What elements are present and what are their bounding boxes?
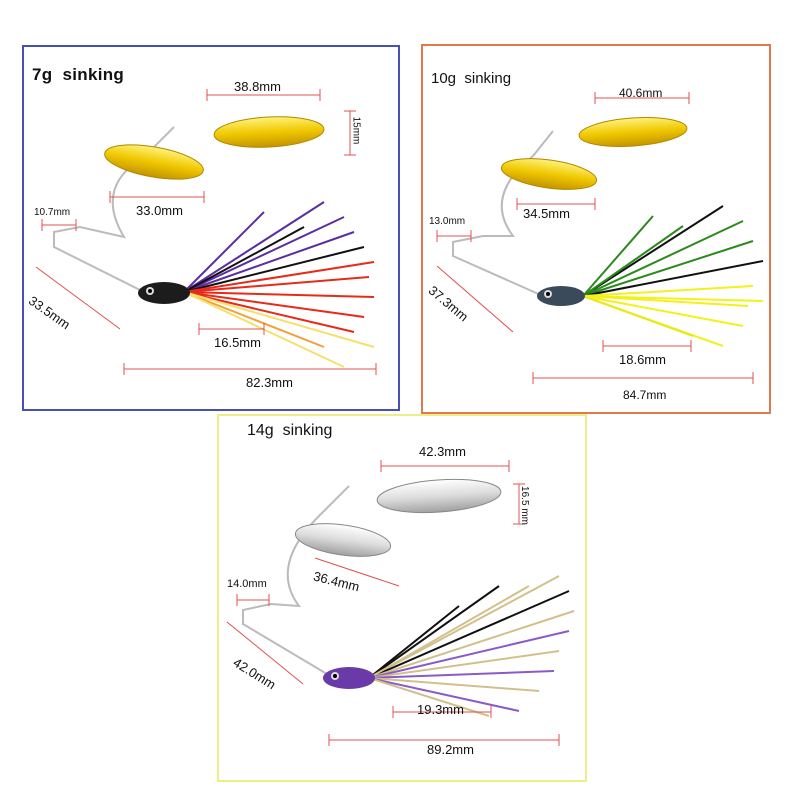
weight-label: 14g: [247, 422, 274, 439]
dimension-lines: [226, 460, 560, 746]
large-blade: [213, 116, 325, 148]
lure-illustration-10g: [436, 92, 764, 384]
skirt: [368, 575, 575, 717]
skirt: [582, 205, 764, 347]
total-length-label: 89.2mm: [427, 742, 474, 757]
blade-length-label: 40.6mm: [619, 86, 663, 100]
skirt-length-label: 16.5mm: [214, 335, 261, 350]
small-blade: [104, 144, 204, 180]
weight-label: 10g: [431, 70, 457, 87]
large-blade: [376, 478, 502, 514]
total-length-label: 84.7mm: [623, 388, 667, 402]
panel-7g: 7g sinking 38.8mm 15mm 33.0mm 10.7mm 33.…: [22, 45, 400, 411]
panel-title: 7g sinking: [32, 65, 124, 85]
panel-10g: 10g sinking 40.6mm 34.5mm 13.0mm 37.3mm …: [421, 44, 771, 414]
type-label: sinking: [282, 422, 333, 439]
dimension-lines: [35, 89, 377, 375]
lure-head: [138, 282, 190, 304]
type-label: sinking: [464, 70, 512, 87]
small-blade: [500, 158, 598, 190]
small-blade-label: 34.5mm: [523, 206, 570, 221]
small-blade-label: 33.0mm: [136, 203, 183, 218]
lure-head: [323, 667, 375, 689]
blade-length-label: 38.8mm: [234, 79, 281, 94]
arm-height-label: 13.0mm: [429, 216, 466, 227]
skirt-length-label: 19.3mm: [417, 702, 464, 717]
blade-width-label: 16.5 mm: [518, 486, 530, 525]
panel-14g: 14g sinking 42.3mm 16.5 mm 36.4mm 14.0mm…: [217, 414, 587, 782]
lure-illustration-7g: [35, 89, 377, 375]
arm-height-label: 10.7mm: [34, 207, 71, 218]
lure-illustration-14g: [226, 460, 575, 746]
blade-width-label: 15mm: [350, 116, 362, 145]
total-length-label: 82.3mm: [246, 375, 293, 390]
dimension-lines: [436, 92, 754, 384]
blade-length-label: 42.3mm: [419, 444, 466, 459]
weight-label: 7g: [32, 65, 53, 84]
large-blade: [578, 117, 688, 147]
small-blade: [294, 523, 392, 557]
skirt-length-label: 18.6mm: [619, 352, 666, 367]
lure-head: [537, 286, 585, 306]
arm-height-label: 14.0mm: [227, 578, 267, 590]
panel-title: 14g sinking: [247, 422, 332, 440]
type-label: sinking: [62, 65, 125, 84]
panel-title: 10g sinking: [431, 70, 511, 87]
skirt: [183, 201, 375, 368]
